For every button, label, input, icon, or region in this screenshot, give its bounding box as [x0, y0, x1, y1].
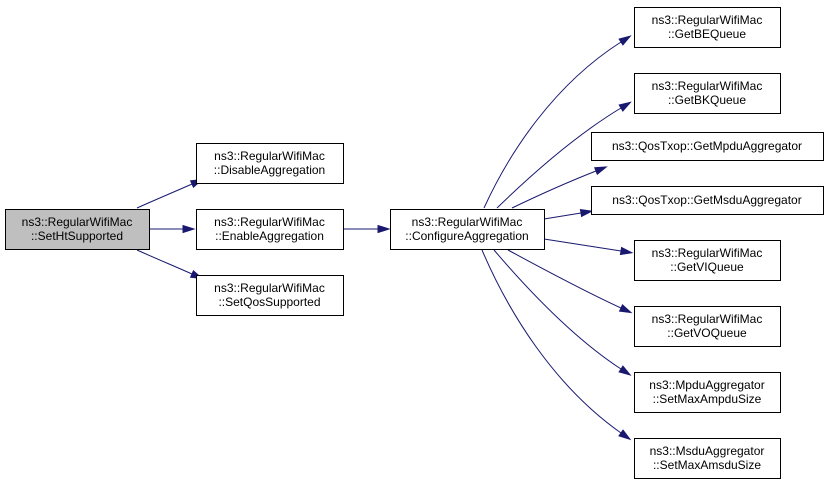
node-box[interactable]	[196, 209, 344, 250]
node-label-line: ns3::QosTxop::GetMsduAggregator	[612, 193, 801, 207]
node-box[interactable]	[196, 275, 344, 316]
edge-configure-to-getbe	[483, 35, 632, 209]
node-configure[interactable]: ns3::RegularWifiMac::ConfigureAggregatio…	[390, 209, 545, 250]
edge-line	[511, 170, 597, 209]
edge-line	[136, 183, 193, 209]
edge-enable-to-configure	[342, 224, 391, 234]
node-label-line: ns3::QosTxop::GetMpduAggregator	[612, 139, 802, 153]
node-box[interactable]	[634, 438, 781, 479]
node-label-line: ::SetMaxAmsduSize	[653, 458, 761, 472]
node-getbe[interactable]: ns3::RegularWifiMac::GetBEQueue	[634, 7, 781, 48]
node-label-line: ::SetQosSupported	[218, 295, 320, 309]
edge-line	[481, 249, 622, 434]
node-label-line: ::EnableAggregation	[215, 229, 324, 243]
arrowhead-icon	[618, 101, 632, 112]
node-label-line: ::ConfigureAggregation	[405, 229, 528, 243]
arrowhead-icon	[618, 303, 633, 314]
node-label-line: ns3::RegularWifiMac	[652, 312, 763, 326]
edge-configure-to-getvo	[507, 249, 633, 314]
node-label-line: ns3::RegularWifiMac	[214, 215, 325, 229]
node-box[interactable]	[634, 73, 781, 114]
node-root[interactable]: ns3::RegularWifiMac::SetHtSupported	[5, 209, 150, 250]
edge-configure-to-setampdu	[493, 249, 632, 376]
arrowhead-icon	[579, 208, 594, 218]
node-label-line: ns3::RegularWifiMac	[22, 215, 133, 229]
node-label-line: ns3::RegularWifiMac	[652, 79, 763, 93]
node-getvi[interactable]: ns3::RegularWifiMac::GetVIQueue	[634, 240, 781, 281]
arrowhead-icon	[594, 166, 608, 176]
arrowhead-icon	[618, 429, 632, 441]
node-box[interactable]	[634, 306, 781, 347]
node-box[interactable]	[634, 7, 781, 48]
node-label-line: ::SetMaxAmpduSize	[653, 392, 762, 406]
edge-configure-to-getbk	[496, 101, 632, 209]
edge-configure-to-getmsdu	[543, 208, 594, 220]
arrowhead-icon	[619, 246, 634, 256]
node-label-line: ns3::MsduAggregator	[650, 444, 765, 458]
node-label-line: ::GetVIQueue	[670, 260, 744, 274]
node-label-line: ns3::RegularWifiMac	[214, 149, 325, 163]
node-box[interactable]	[634, 240, 781, 281]
edge-line	[543, 212, 582, 220]
arrowhead-icon	[618, 35, 632, 46]
node-label-line: ::GetBEQueue	[668, 27, 746, 41]
edge-line	[136, 249, 193, 275]
node-box[interactable]	[634, 372, 781, 413]
node-label-line: ::GetVOQueue	[667, 326, 747, 340]
node-getbk[interactable]: ns3::RegularWifiMac::GetBKQueue	[634, 73, 781, 114]
node-label-line: ns3::MpduAggregator	[649, 378, 764, 392]
edge-root-to-setqos	[136, 249, 204, 280]
node-getmpdu[interactable]: ns3::QosTxop::GetMpduAggregator	[591, 132, 824, 161]
node-setamsdu[interactable]: ns3::MsduAggregator::SetMaxAmsduSize	[634, 438, 781, 479]
edge-line	[507, 249, 622, 309]
node-box[interactable]	[591, 186, 824, 215]
edge-line	[496, 107, 622, 209]
node-setampdu[interactable]: ns3::MpduAggregator::SetMaxAmpduSize	[634, 372, 781, 413]
edge-line	[483, 41, 622, 209]
node-label-line: ::SetHtSupported	[31, 229, 123, 243]
node-label-line: ::DisableAggregation	[214, 163, 325, 177]
node-disable[interactable]: ns3::RegularWifiMac::DisableAggregation	[196, 143, 344, 184]
edge-configure-to-setamsdu	[481, 249, 632, 441]
node-label-line: ns3::RegularWifiMac	[652, 246, 763, 260]
arrowhead-icon	[182, 224, 196, 234]
node-box[interactable]	[390, 209, 545, 250]
arrowhead-icon	[377, 224, 391, 234]
node-getmsdu[interactable]: ns3::QosTxop::GetMsduAggregator	[591, 186, 824, 215]
node-setqos[interactable]: ns3::RegularWifiMac::SetQosSupported	[196, 275, 344, 316]
node-box[interactable]	[196, 143, 344, 184]
node-label-line: ns3::RegularWifiMac	[652, 13, 763, 27]
edge-configure-to-getvi	[543, 238, 634, 256]
edges-layer	[136, 35, 634, 441]
node-enable[interactable]: ns3::RegularWifiMac::EnableAggregation	[196, 209, 344, 250]
edge-line	[493, 249, 622, 370]
node-label-line: ::GetBKQueue	[668, 93, 746, 107]
arrowhead-icon	[618, 365, 632, 376]
node-box[interactable]	[591, 132, 824, 161]
node-getvo[interactable]: ns3::RegularWifiMac::GetVOQueue	[634, 306, 781, 347]
node-box[interactable]	[5, 209, 150, 250]
node-label-line: ns3::RegularWifiMac	[412, 215, 523, 229]
edge-root-to-disable	[136, 178, 204, 209]
nodes-layer: ns3::RegularWifiMac::SetHtSupportedns3::…	[5, 7, 824, 479]
edge-configure-to-getmpdu	[511, 166, 608, 209]
node-label-line: ns3::RegularWifiMac	[214, 281, 325, 295]
edge-line	[543, 238, 622, 252]
edge-root-to-enable	[148, 224, 196, 234]
